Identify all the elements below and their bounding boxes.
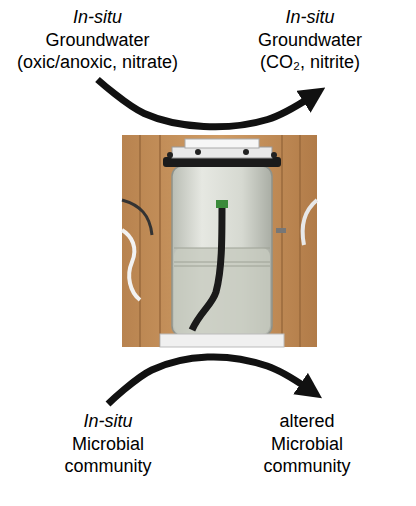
text-node: altered Microbial community (252, 410, 362, 478)
stand-base (160, 334, 284, 347)
sample-port (276, 228, 286, 233)
node-heading: In-situ (48, 410, 168, 433)
black-tube (192, 205, 222, 330)
lid-bolts (167, 149, 277, 158)
node-label: altered Microbial community (252, 410, 362, 478)
node-heading: In-situ (5, 6, 190, 29)
wood-wall (122, 135, 317, 347)
node-label: Microbial community (48, 433, 168, 478)
text-node: In-situMicrobial community (48, 410, 168, 478)
green-connector (216, 200, 228, 208)
text-node: In-situGroundwater (oxic/anoxic, nitrate… (5, 6, 190, 74)
white-tube (122, 230, 140, 300)
lid-top (185, 139, 259, 148)
white-tube (303, 200, 317, 245)
lid-cap (172, 147, 272, 158)
dark-cable (122, 200, 152, 235)
text-node: In-situGroundwater (CO₂, nitrite) (245, 6, 375, 74)
glass-vessel (172, 166, 272, 336)
node-label: Groundwater (oxic/anoxic, nitrate) (5, 29, 190, 74)
node-label: Groundwater (CO₂, nitrite) (245, 29, 375, 74)
curved-arrow (108, 357, 307, 404)
node-heading: In-situ (245, 6, 375, 29)
curved-arrow (98, 80, 311, 127)
wood-planks (140, 135, 300, 347)
